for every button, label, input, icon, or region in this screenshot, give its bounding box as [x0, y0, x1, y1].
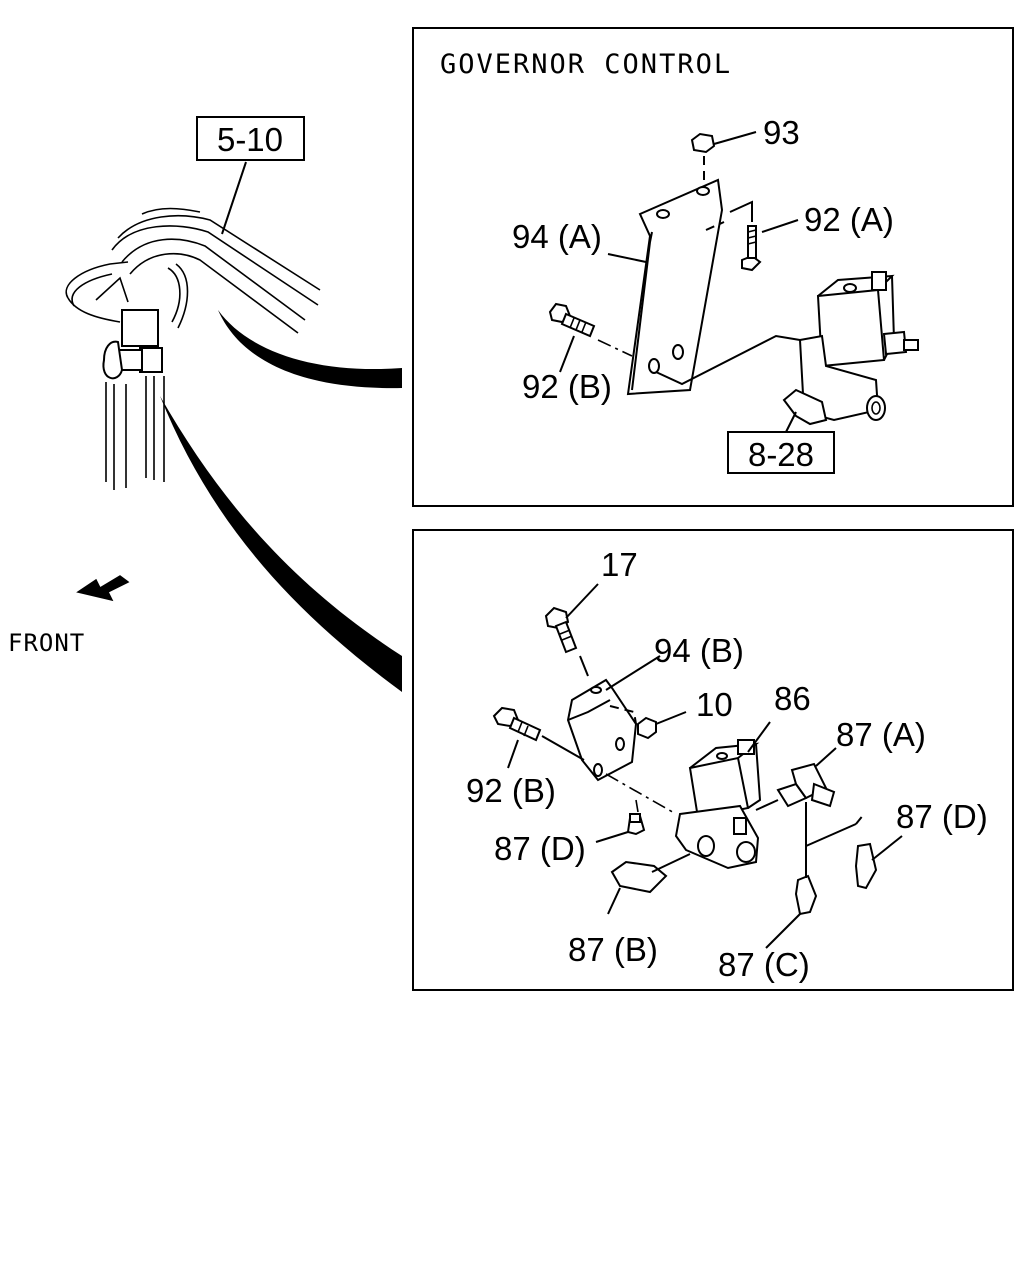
nut-10: [637, 716, 657, 740]
lower-panel-parts: [492, 583, 903, 949]
front-arrow-icon: [76, 575, 130, 602]
ref-box-5-10: [196, 116, 305, 161]
label-10: 10: [696, 686, 733, 723]
nut-93: [690, 132, 716, 154]
label-87c: 87 (C): [718, 946, 810, 983]
label-92a: 92 (A): [804, 201, 894, 238]
label-87d-left: 87 (D): [494, 830, 586, 867]
solenoid-valve: [816, 288, 886, 368]
fitting-87d-right: [854, 842, 878, 890]
front-label: FRONT: [8, 629, 85, 657]
callout-arrow-lower: [160, 396, 402, 692]
label-87a: 87 (A): [836, 716, 926, 753]
vehicle-overview: [65, 161, 402, 692]
ref-5-10-label: 5-10: [217, 121, 283, 158]
label-92b-lower: 92 (B): [466, 772, 556, 809]
fitting-87c: [794, 874, 818, 916]
bracket-94a: [626, 178, 724, 396]
label-87b: 87 (B): [568, 931, 658, 968]
upper-panel-frame: [412, 27, 1014, 507]
label-92b-upper: 92 (B): [522, 368, 612, 405]
label-17: 17: [601, 546, 638, 583]
ref-8-28-label: 8-28: [748, 436, 814, 473]
ref-box-8-28: [727, 431, 835, 474]
valve-body-overview: [121, 309, 159, 347]
label-94a: 94 (A): [512, 218, 602, 255]
upper-panel-title: GOVERNOR CONTROL: [440, 49, 732, 80]
upper-panel-parts: [548, 131, 919, 433]
label-93: 93: [763, 114, 800, 151]
elbow-fitting: [782, 388, 828, 426]
bracket-94b: [566, 678, 638, 782]
label-86: 86: [774, 680, 811, 717]
lower-panel-frame: [412, 529, 1014, 991]
callout-arrow-upper: [218, 310, 402, 389]
label-94b: 94 (B): [654, 632, 744, 669]
label-87d-right: 87 (D): [896, 798, 988, 835]
fitting-87b: [610, 860, 668, 894]
